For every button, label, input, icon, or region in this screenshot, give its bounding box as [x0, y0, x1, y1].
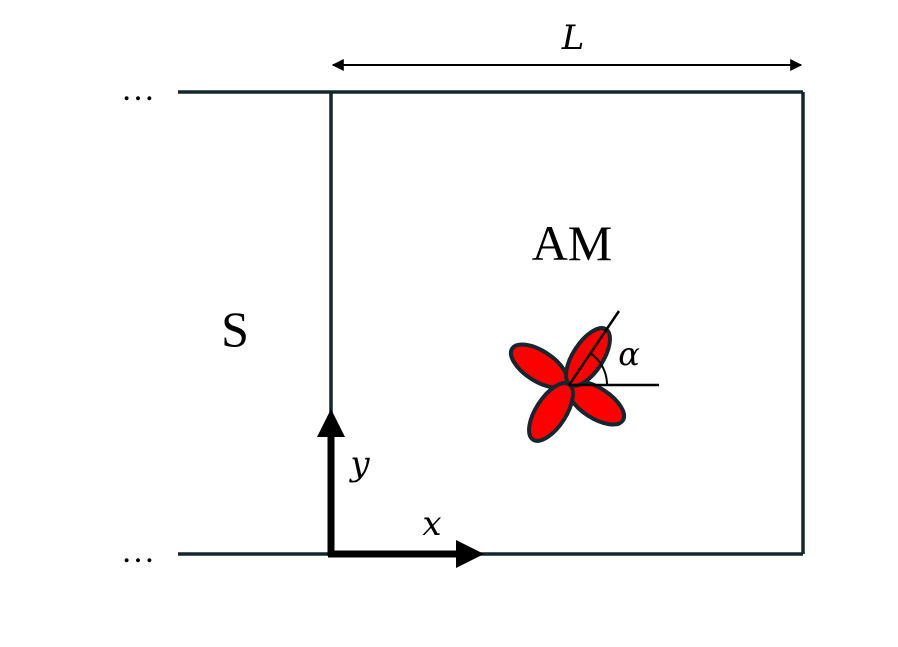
length-label: L	[561, 18, 585, 58]
orientation-axis-line	[567, 310, 621, 386]
x-axis-arrowhead	[456, 540, 484, 568]
region-label-s: S	[221, 301, 249, 357]
x-axis-label: x	[422, 504, 441, 544]
y-axis-label: y	[348, 444, 370, 484]
orientation-angle	[567, 310, 659, 387]
ellipsis-bottom: …	[121, 533, 155, 570]
y-axis-arrowhead	[317, 409, 345, 437]
coordinate-axes	[317, 409, 484, 568]
angle-arc	[589, 352, 609, 386]
region-label-am: AM	[532, 215, 613, 271]
ellipsis-top: …	[121, 71, 155, 108]
angle-label: α	[618, 335, 640, 373]
domain-frame	[178, 90, 805, 556]
